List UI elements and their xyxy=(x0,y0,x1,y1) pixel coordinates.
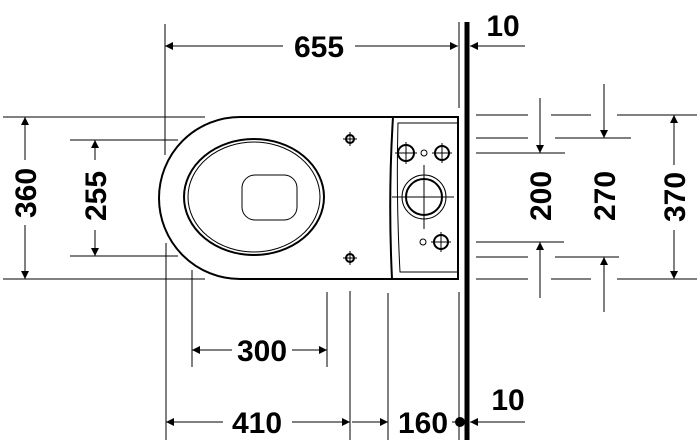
dimension-label-10-top: 10 xyxy=(486,10,519,43)
dimension-label-10-bottom: 10 xyxy=(491,384,524,417)
dimension-270: 270 xyxy=(589,84,622,312)
dimension-lines-right xyxy=(476,114,697,280)
wall-line xyxy=(458,22,470,440)
fixing-hole-bottom xyxy=(343,251,357,265)
dimension-255: 255 xyxy=(70,139,178,257)
dimension-655: 655 xyxy=(164,24,458,155)
dimension-label-410: 410 xyxy=(232,407,282,440)
dimension-370: 370 xyxy=(659,115,692,279)
toilet-bowl-outline xyxy=(158,116,459,280)
dimension-360: 360 xyxy=(3,116,205,280)
dimension-10-top: 10 xyxy=(470,10,525,50)
dimension-label-200: 200 xyxy=(525,171,558,221)
fixing-hole-top xyxy=(343,132,357,146)
dimension-300: 300 xyxy=(191,292,328,368)
dimension-label-360: 360 xyxy=(10,168,43,218)
dimension-label-270: 270 xyxy=(589,171,622,221)
dimension-200: 200 xyxy=(525,98,558,298)
dimension-160: 160 xyxy=(352,293,465,440)
dimension-label-370: 370 xyxy=(659,172,692,222)
dimension-label-300: 300 xyxy=(237,335,287,368)
dimension-label-655: 655 xyxy=(294,31,344,64)
dimension-label-160: 160 xyxy=(398,407,448,440)
dimension-410: 410 xyxy=(165,291,351,440)
cistern-outline xyxy=(389,116,459,280)
dimension-label-255: 255 xyxy=(80,171,113,221)
dimension-10-bottom: 10 xyxy=(470,384,525,426)
